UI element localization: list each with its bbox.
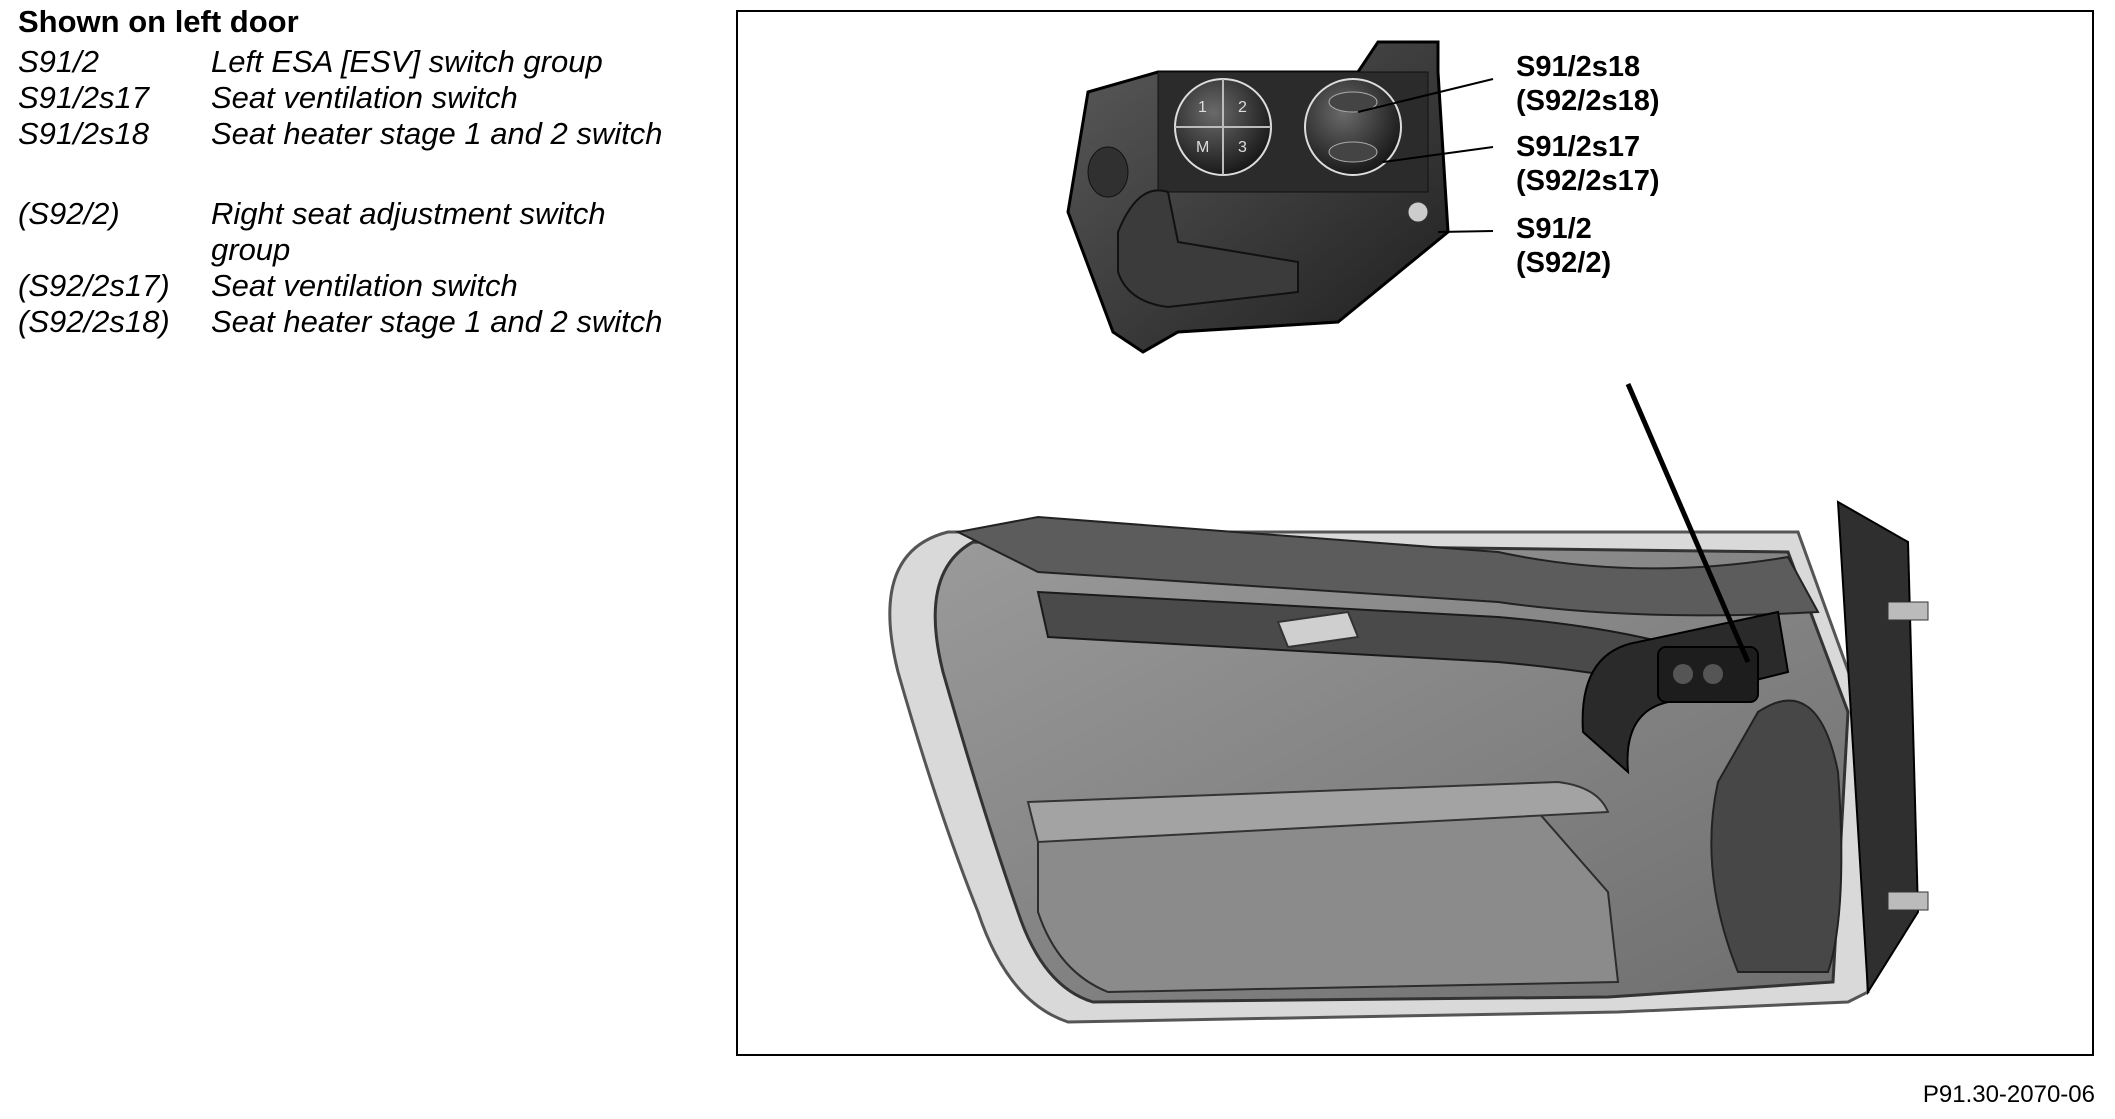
legend-code: S91/2	[18, 44, 100, 79]
legend-item: S91/2s17 Seat ventilation switch	[18, 80, 678, 116]
memory-button-1: 1	[1198, 99, 1207, 116]
legend-description: Seat ventilation switch	[211, 268, 518, 303]
legend-item: S91/2 Left ESA [ESV] switch group	[18, 44, 678, 80]
callout-s18: S91/2s18 (S92/2s18)	[1516, 50, 1660, 118]
callout-s18-line1: S91/2s18	[1516, 51, 1641, 83]
legend-item: (S92/2s18) Seat heater stage 1 and 2 swi…	[18, 304, 678, 340]
legend-code: S91/2s18	[18, 116, 149, 151]
callout-group-line2: (S92/2)	[1516, 247, 1612, 279]
legend-description: Seat heater stage 1 and 2 switch	[211, 304, 663, 339]
legend-description: Seat ventilation switch	[211, 80, 518, 115]
page-heading: Shown on left door	[18, 4, 299, 39]
callout-s18-line2: (S92/2s18)	[1516, 85, 1660, 117]
legend-item: (S92/2s17) Seat ventilation switch	[18, 268, 678, 304]
legend-item: (S92/2) Right seat adjustment switch gro…	[18, 196, 678, 268]
callout-switch-group: S91/2 (S92/2)	[1516, 212, 1611, 280]
legend-description: Seat heater stage 1 and 2 switch	[211, 116, 663, 151]
legend-description: Right seat adjustment switch group	[211, 196, 606, 267]
legend-list: S91/2 Left ESA [ESV] switch group S91/2s…	[18, 44, 678, 340]
callout-group-line1: S91/2	[1516, 213, 1592, 245]
door-illustration: 1 2 M 3	[888, 40, 1929, 1024]
legend-code: S91/2s17	[18, 80, 149, 115]
legend-code: (S92/2)	[18, 196, 120, 231]
figure-id: P91.30-2070-06	[1922, 1081, 2095, 1108]
legend-description: Left ESA [ESV] switch group	[211, 44, 603, 79]
callout-s17: S91/2s17 (S92/2s17)	[1516, 130, 1660, 198]
legend-code: (S92/2s18)	[18, 304, 170, 339]
legend-item: S91/2s18 Seat heater stage 1 and 2 switc…	[18, 116, 678, 152]
legend-code: (S92/2s17)	[18, 268, 170, 303]
callout-s17-line2: (S92/2s17)	[1516, 165, 1660, 197]
memory-button-3: 3	[1238, 139, 1247, 156]
switch-group: 1 2 M 3	[1066, 40, 1450, 354]
memory-button-m: M	[1196, 139, 1209, 156]
memory-button-2: 2	[1238, 99, 1247, 116]
door-panel	[888, 500, 1929, 1024]
callout-s17-line1: S91/2s17	[1516, 131, 1641, 163]
figure-frame: 1 2 M 3 S91/2s18 (S92/2s18) S91/2s17 (S9…	[736, 10, 2094, 1056]
